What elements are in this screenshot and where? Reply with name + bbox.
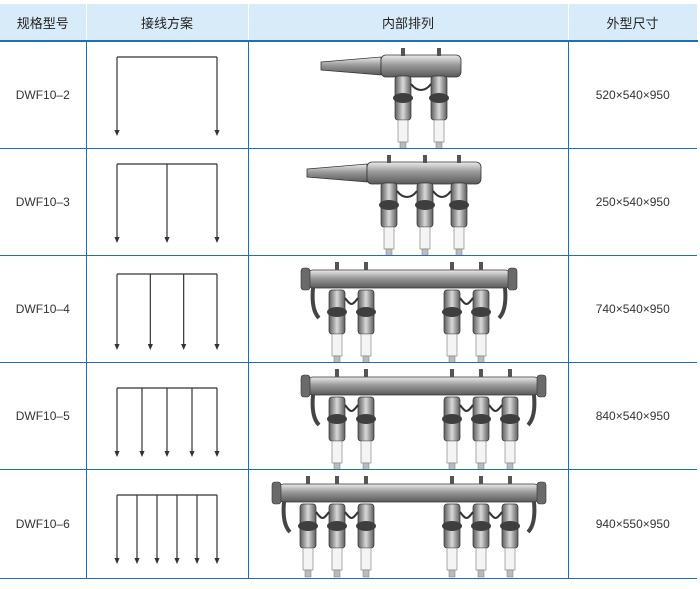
arrow-icon bbox=[113, 237, 120, 243]
wiring-lines bbox=[113, 273, 220, 350]
unit-body bbox=[300, 369, 546, 469]
internal-cell bbox=[248, 469, 569, 579]
spec-table: 规格型号 接线方案 内部排列 外型尺寸 DWF10–2 520×540×950 … bbox=[0, 4, 698, 579]
wiring-diagram bbox=[113, 387, 220, 457]
internal-cell bbox=[248, 255, 569, 363]
wiring-diagram bbox=[113, 273, 220, 350]
arrow-icon bbox=[163, 237, 170, 243]
unit-body bbox=[320, 48, 461, 148]
unit-illustration bbox=[300, 369, 546, 469]
arrow-icon bbox=[138, 451, 145, 457]
wiring-cell bbox=[86, 148, 249, 256]
arrow-icon bbox=[213, 130, 220, 136]
wiring-cell bbox=[86, 469, 249, 579]
wiring-lines bbox=[113, 56, 220, 136]
arrow-icon bbox=[147, 344, 153, 350]
dims-cell: 940×550×950 bbox=[568, 469, 697, 579]
unit-illustration bbox=[300, 262, 517, 362]
dims-cell: 250×540×950 bbox=[568, 148, 697, 256]
internal-cell bbox=[248, 362, 569, 470]
header-model: 规格型号 bbox=[0, 4, 87, 42]
table-row: DWF10–5 840×540×950 bbox=[0, 362, 697, 470]
wiring-cell bbox=[86, 41, 249, 149]
header-wiring: 接线方案 bbox=[85, 4, 249, 42]
arrow-icon bbox=[113, 130, 120, 136]
model-cell: DWF10–2 bbox=[0, 41, 87, 149]
unit-body bbox=[271, 476, 546, 578]
dims-cell: 520×540×950 bbox=[568, 41, 697, 149]
header-internal: 内部排列 bbox=[247, 4, 569, 42]
model-cell: DWF10–4 bbox=[0, 255, 87, 363]
arrow-icon bbox=[113, 451, 120, 457]
arrow-icon bbox=[163, 451, 170, 457]
arrow-icon bbox=[133, 558, 140, 564]
arrow-icon bbox=[153, 558, 160, 564]
unit-illustration bbox=[320, 48, 461, 148]
table-row: DWF10–2 520×540×950 bbox=[0, 41, 697, 149]
arrow-icon bbox=[113, 344, 120, 350]
arrow-icon bbox=[188, 451, 195, 457]
wiring-lines bbox=[113, 494, 220, 564]
dims-cell: 740×540×950 bbox=[568, 255, 697, 363]
wiring-cell bbox=[86, 255, 249, 363]
model-cell: DWF10–3 bbox=[0, 148, 87, 256]
model-cell: DWF10–5 bbox=[0, 362, 87, 470]
dims-cell: 840×540×950 bbox=[568, 362, 697, 470]
model-cell: DWF10–6 bbox=[0, 469, 87, 579]
arrow-icon bbox=[180, 344, 186, 350]
table-row: DWF10–4 740×540×950 bbox=[0, 255, 697, 363]
arrow-icon bbox=[173, 558, 180, 564]
table-row: DWF10–6 940×550×950 bbox=[0, 469, 697, 579]
header-dims: 外型尺寸 bbox=[567, 4, 698, 42]
arrow-icon bbox=[213, 451, 220, 457]
unit-body bbox=[300, 262, 517, 362]
table-row: DWF10–3 250×540×950 bbox=[0, 148, 697, 256]
internal-cell bbox=[248, 41, 569, 149]
wiring-diagram bbox=[113, 494, 220, 564]
wiring-lines bbox=[113, 163, 220, 243]
arrow-icon bbox=[213, 237, 220, 243]
unit-body bbox=[306, 155, 481, 255]
arrow-icon bbox=[113, 558, 120, 564]
wiring-cell bbox=[86, 362, 249, 470]
internal-cell bbox=[248, 148, 569, 256]
header-row: 规格型号 接线方案 内部排列 外型尺寸 bbox=[0, 4, 698, 42]
wiring-diagram bbox=[113, 163, 220, 243]
wiring-lines bbox=[113, 387, 220, 457]
unit-illustration bbox=[271, 476, 546, 578]
wiring-diagram bbox=[113, 56, 220, 136]
arrow-icon bbox=[193, 558, 200, 564]
arrow-icon bbox=[213, 558, 220, 564]
arrow-icon bbox=[213, 344, 220, 350]
unit-illustration bbox=[306, 155, 481, 255]
